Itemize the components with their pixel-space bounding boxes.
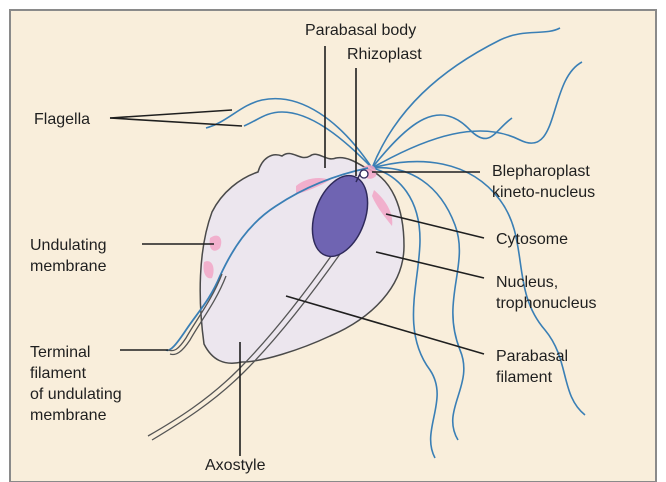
label-parabasal-body: Parabasal body	[305, 22, 416, 39]
label-trophonucleus: trophonucleus	[496, 295, 597, 312]
label-nucleus: Nucleus,	[496, 274, 558, 291]
label-kineto-nucleus: kineto-nucleus	[492, 184, 595, 201]
label-filament: filament	[30, 365, 87, 382]
label-cytosome: Cytosome	[496, 231, 568, 248]
label-undulating-membrane: membrane	[30, 258, 107, 275]
label-parabasal: Parabasal	[496, 348, 568, 365]
label-flagella: Flagella	[34, 111, 90, 128]
label-undulating: Undulating	[30, 237, 107, 254]
blepharoplast-dot	[360, 170, 368, 178]
label-blepharoplast: Blepharoplast	[492, 163, 590, 180]
label-of-undulating: of undulating	[30, 386, 122, 403]
label-terminal-membrane: membrane	[30, 407, 107, 424]
label-terminal: Terminal	[30, 344, 90, 361]
label-parabasal-filament: filament	[496, 369, 553, 386]
label-axostyle: Axostyle	[205, 457, 266, 474]
label-rhizoplast: Rhizoplast	[347, 46, 422, 63]
